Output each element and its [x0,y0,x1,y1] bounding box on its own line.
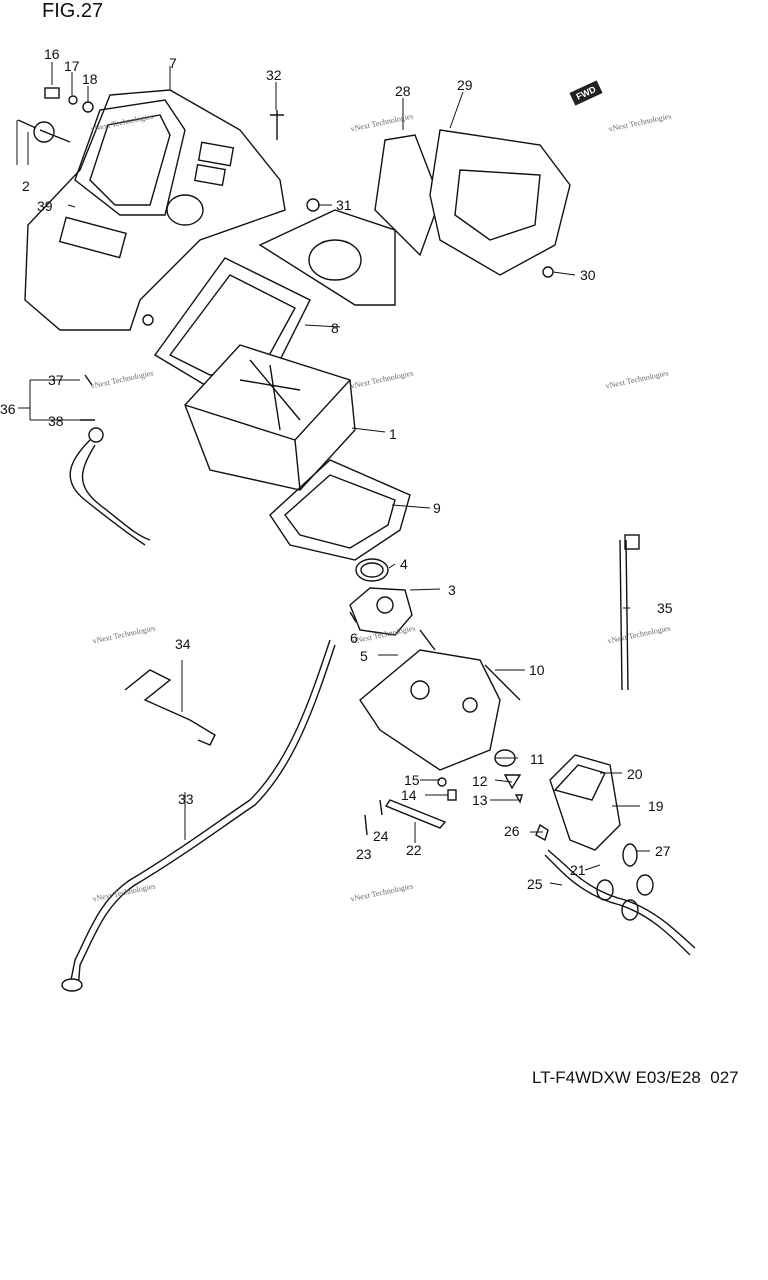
speedo-cable-part [69,639,331,986]
callout-29: 29 [457,77,473,93]
callout-38: 38 [48,413,64,429]
callout-4: 4 [400,556,408,572]
callout-30: 30 [580,267,596,283]
callout-34: 34 [175,636,191,652]
callout-5: 5 [360,648,368,664]
callout-13: 13 [472,792,488,808]
callout-9: 9 [433,500,441,516]
callout-37: 37 [48,372,64,388]
callout-33: 33 [178,791,194,807]
callout-1: 1 [389,426,397,442]
callout-39: 39 [37,198,53,214]
callout-8: 8 [331,320,339,336]
meter-cover-part [24,89,286,331]
meter-case-part [184,344,356,491]
callout-10: 10 [529,662,545,678]
callout-28: 28 [395,83,411,99]
o-ring-part [355,558,389,582]
callout-12: 12 [472,773,488,789]
callout-3: 3 [448,582,456,598]
callout-7: 7 [169,55,177,71]
callout-18: 18 [82,71,98,87]
callout-16: 16 [44,46,60,62]
callout-25: 25 [527,876,543,892]
callout-36: 36 [0,401,16,417]
wire-spring-part [124,669,216,746]
callout-15: 15 [404,772,420,788]
callout-22: 22 [406,842,422,858]
callout-17: 17 [64,58,80,74]
callout-31: 31 [336,197,352,213]
gasket-part [153,257,311,386]
callout-35: 35 [657,600,673,616]
bracket-frame-part [269,459,411,561]
callout-11: 11 [530,751,545,767]
callout-20: 20 [627,766,643,782]
cable-tie-part [619,539,629,691]
speedo-gear-part [349,587,413,636]
callout-23: 23 [356,846,372,862]
footer-model-code: LT-F4WDXW E03/E28 027 [532,1068,739,1087]
callout-27: 27 [655,843,671,859]
figure-title: FIG.27 [42,0,104,22]
callout-2: 2 [22,178,30,194]
callout-32: 32 [266,67,282,83]
callout-21: 21 [570,862,586,878]
support-arm-part [374,134,441,257]
callout-26: 26 [504,823,520,839]
callout-14: 14 [401,787,417,803]
rear-cover-part [429,129,571,276]
callout-6: 6 [350,630,358,646]
mount-bracket-part [359,629,521,771]
callout-19: 19 [648,798,664,814]
callout-24: 24 [373,828,389,844]
bracket-plate-part [258,209,396,306]
